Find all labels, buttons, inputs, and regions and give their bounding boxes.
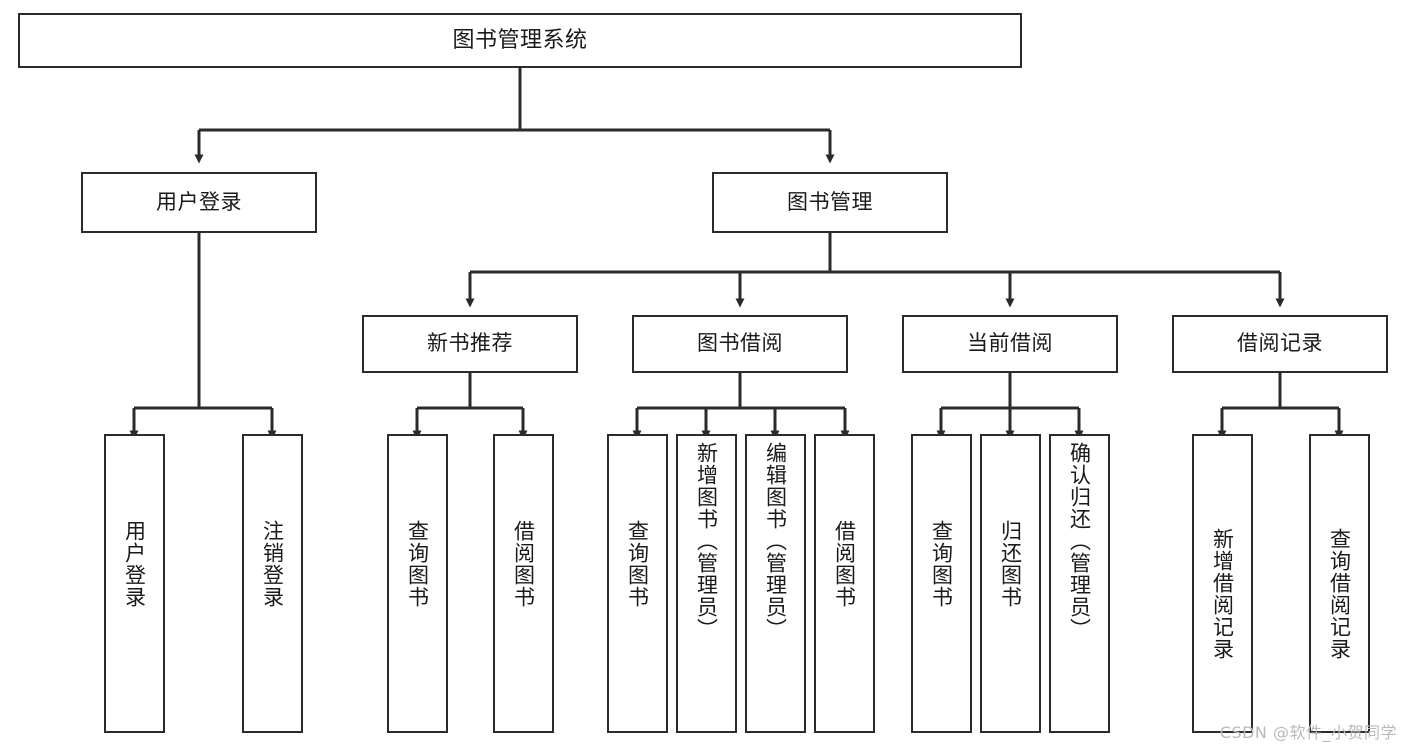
node-borrow-record-label: 借阅记录	[1237, 331, 1323, 356]
node-user-login-label: 用户登录	[156, 189, 242, 214]
node-leaf-query-record[interactable]: 查询借阅记录	[1309, 434, 1370, 733]
node-book-borrow[interactable]: 图书借阅	[632, 315, 848, 373]
node-leaf-add-record-label: 新增借阅记录	[1210, 528, 1235, 660]
node-book-borrow-label: 图书借阅	[697, 331, 783, 356]
node-root-label: 图书管理系统	[452, 27, 588, 53]
node-leaf-logout-login[interactable]: 注销登录	[242, 434, 303, 733]
node-leaf-query-book-2[interactable]: 查询图书	[607, 434, 668, 733]
node-leaf-edit-book-label: 编辑图书（管理员）	[763, 442, 788, 640]
node-leaf-borrow-book-2-label: 借阅图书	[832, 520, 857, 608]
node-leaf-logout-login-label: 注销登录	[260, 520, 285, 608]
node-leaf-return-book[interactable]: 归还图书	[980, 434, 1041, 733]
node-leaf-borrow-book-2[interactable]: 借阅图书	[814, 434, 875, 733]
node-current-borrow[interactable]: 当前借阅	[902, 315, 1118, 373]
node-root[interactable]: 图书管理系统	[18, 13, 1022, 68]
node-new-book-rec-label: 新书推荐	[427, 331, 513, 356]
node-leaf-query-book-3[interactable]: 查询图书	[911, 434, 972, 733]
node-leaf-query-book-1[interactable]: 查询图书	[387, 434, 448, 733]
node-leaf-edit-book[interactable]: 编辑图书（管理员）	[745, 434, 806, 733]
node-leaf-add-book[interactable]: 新增图书（管理员）	[676, 434, 737, 733]
node-leaf-query-book-1-label: 查询图书	[405, 520, 430, 608]
node-leaf-query-book-2-label: 查询图书	[625, 520, 650, 608]
node-leaf-query-record-label: 查询借阅记录	[1327, 528, 1352, 660]
node-current-borrow-label: 当前借阅	[967, 331, 1053, 356]
node-borrow-record[interactable]: 借阅记录	[1172, 315, 1388, 373]
node-leaf-add-record[interactable]: 新增借阅记录	[1192, 434, 1253, 733]
node-book-manage-label: 图书管理	[787, 189, 873, 214]
node-leaf-borrow-book-1[interactable]: 借阅图书	[493, 434, 554, 733]
node-leaf-add-book-label: 新增图书（管理员）	[694, 442, 719, 640]
node-leaf-confirm-return-label: 确认归还（管理员）	[1067, 442, 1092, 640]
node-leaf-query-book-3-label: 查询图书	[929, 520, 954, 608]
node-new-book-rec[interactable]: 新书推荐	[362, 315, 578, 373]
node-leaf-return-book-label: 归还图书	[998, 520, 1023, 608]
csdn-watermark: CSDN @软件_小贺同学	[1219, 723, 1397, 742]
node-leaf-user-login[interactable]: 用户登录	[104, 434, 165, 733]
node-leaf-confirm-return[interactable]: 确认归还（管理员）	[1049, 434, 1110, 733]
node-leaf-user-login-label: 用户登录	[122, 520, 147, 608]
node-user-login[interactable]: 用户登录	[81, 172, 317, 233]
node-book-manage[interactable]: 图书管理	[712, 172, 948, 233]
node-leaf-borrow-book-1-label: 借阅图书	[511, 520, 536, 608]
